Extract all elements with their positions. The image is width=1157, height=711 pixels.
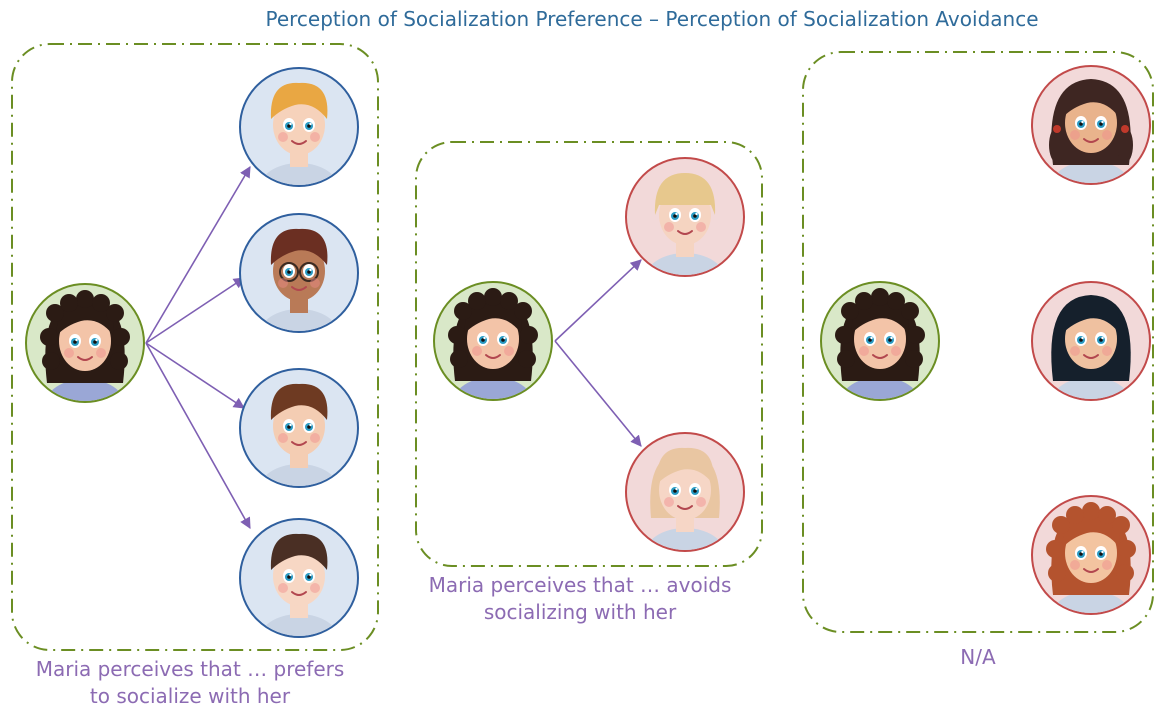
girl-red-hair-avatar (1031, 495, 1151, 615)
arrow-maria-to-avoided-1 (554, 259, 642, 342)
panel-preferred-frame (11, 43, 379, 651)
girl-curly-dark-hair-avatar (433, 281, 553, 401)
girl-black-hair-avatar (1031, 281, 1151, 401)
panel-preferred-caption-line-1: Maria perceives that … prefers (36, 657, 345, 681)
panel-avoided-caption-line-1: Maria perceives that … avoids (429, 573, 732, 597)
girl-curly-dark-hair-avatar (820, 281, 940, 401)
arrow-maria-to-preferred-4 (145, 342, 251, 529)
panel-avoided: Maria perceives that … avoids socializin… (415, 141, 763, 624)
panel-preferred: Maria perceives that … prefers to social… (11, 43, 379, 708)
arrow-maria-to-preferred-2 (145, 277, 245, 344)
panel-avoided-frame (415, 141, 763, 567)
arrows (145, 166, 642, 529)
diagram-title: Perception of Socialization Preference –… (265, 7, 1038, 31)
arrow-maria-to-preferred-1 (145, 166, 251, 344)
girl-pigtails-avatar (1031, 65, 1151, 185)
boy-blond-hair-avatar (239, 67, 359, 187)
boy-brown-hair-avatar (239, 368, 359, 488)
arrow-maria-to-preferred-3 (145, 342, 245, 409)
arrow-maria-to-avoided-2 (554, 340, 642, 447)
boy-dark-hair-avatar (239, 518, 359, 638)
boy-glasses-avatar (239, 213, 359, 333)
avatars (25, 65, 1151, 638)
girl-curly-dark-hair-avatar (25, 283, 145, 403)
panel-preferred-caption-line-2: to socialize with her (90, 684, 291, 708)
panel-na: N/A (802, 51, 1154, 669)
panel-avoided-caption-line-2: socializing with her (484, 600, 677, 624)
girl-blonde-bob-avatar (625, 432, 745, 552)
panel-na-caption: N/A (960, 645, 996, 669)
boy-blond-bowl-cut-avatar (625, 157, 745, 277)
